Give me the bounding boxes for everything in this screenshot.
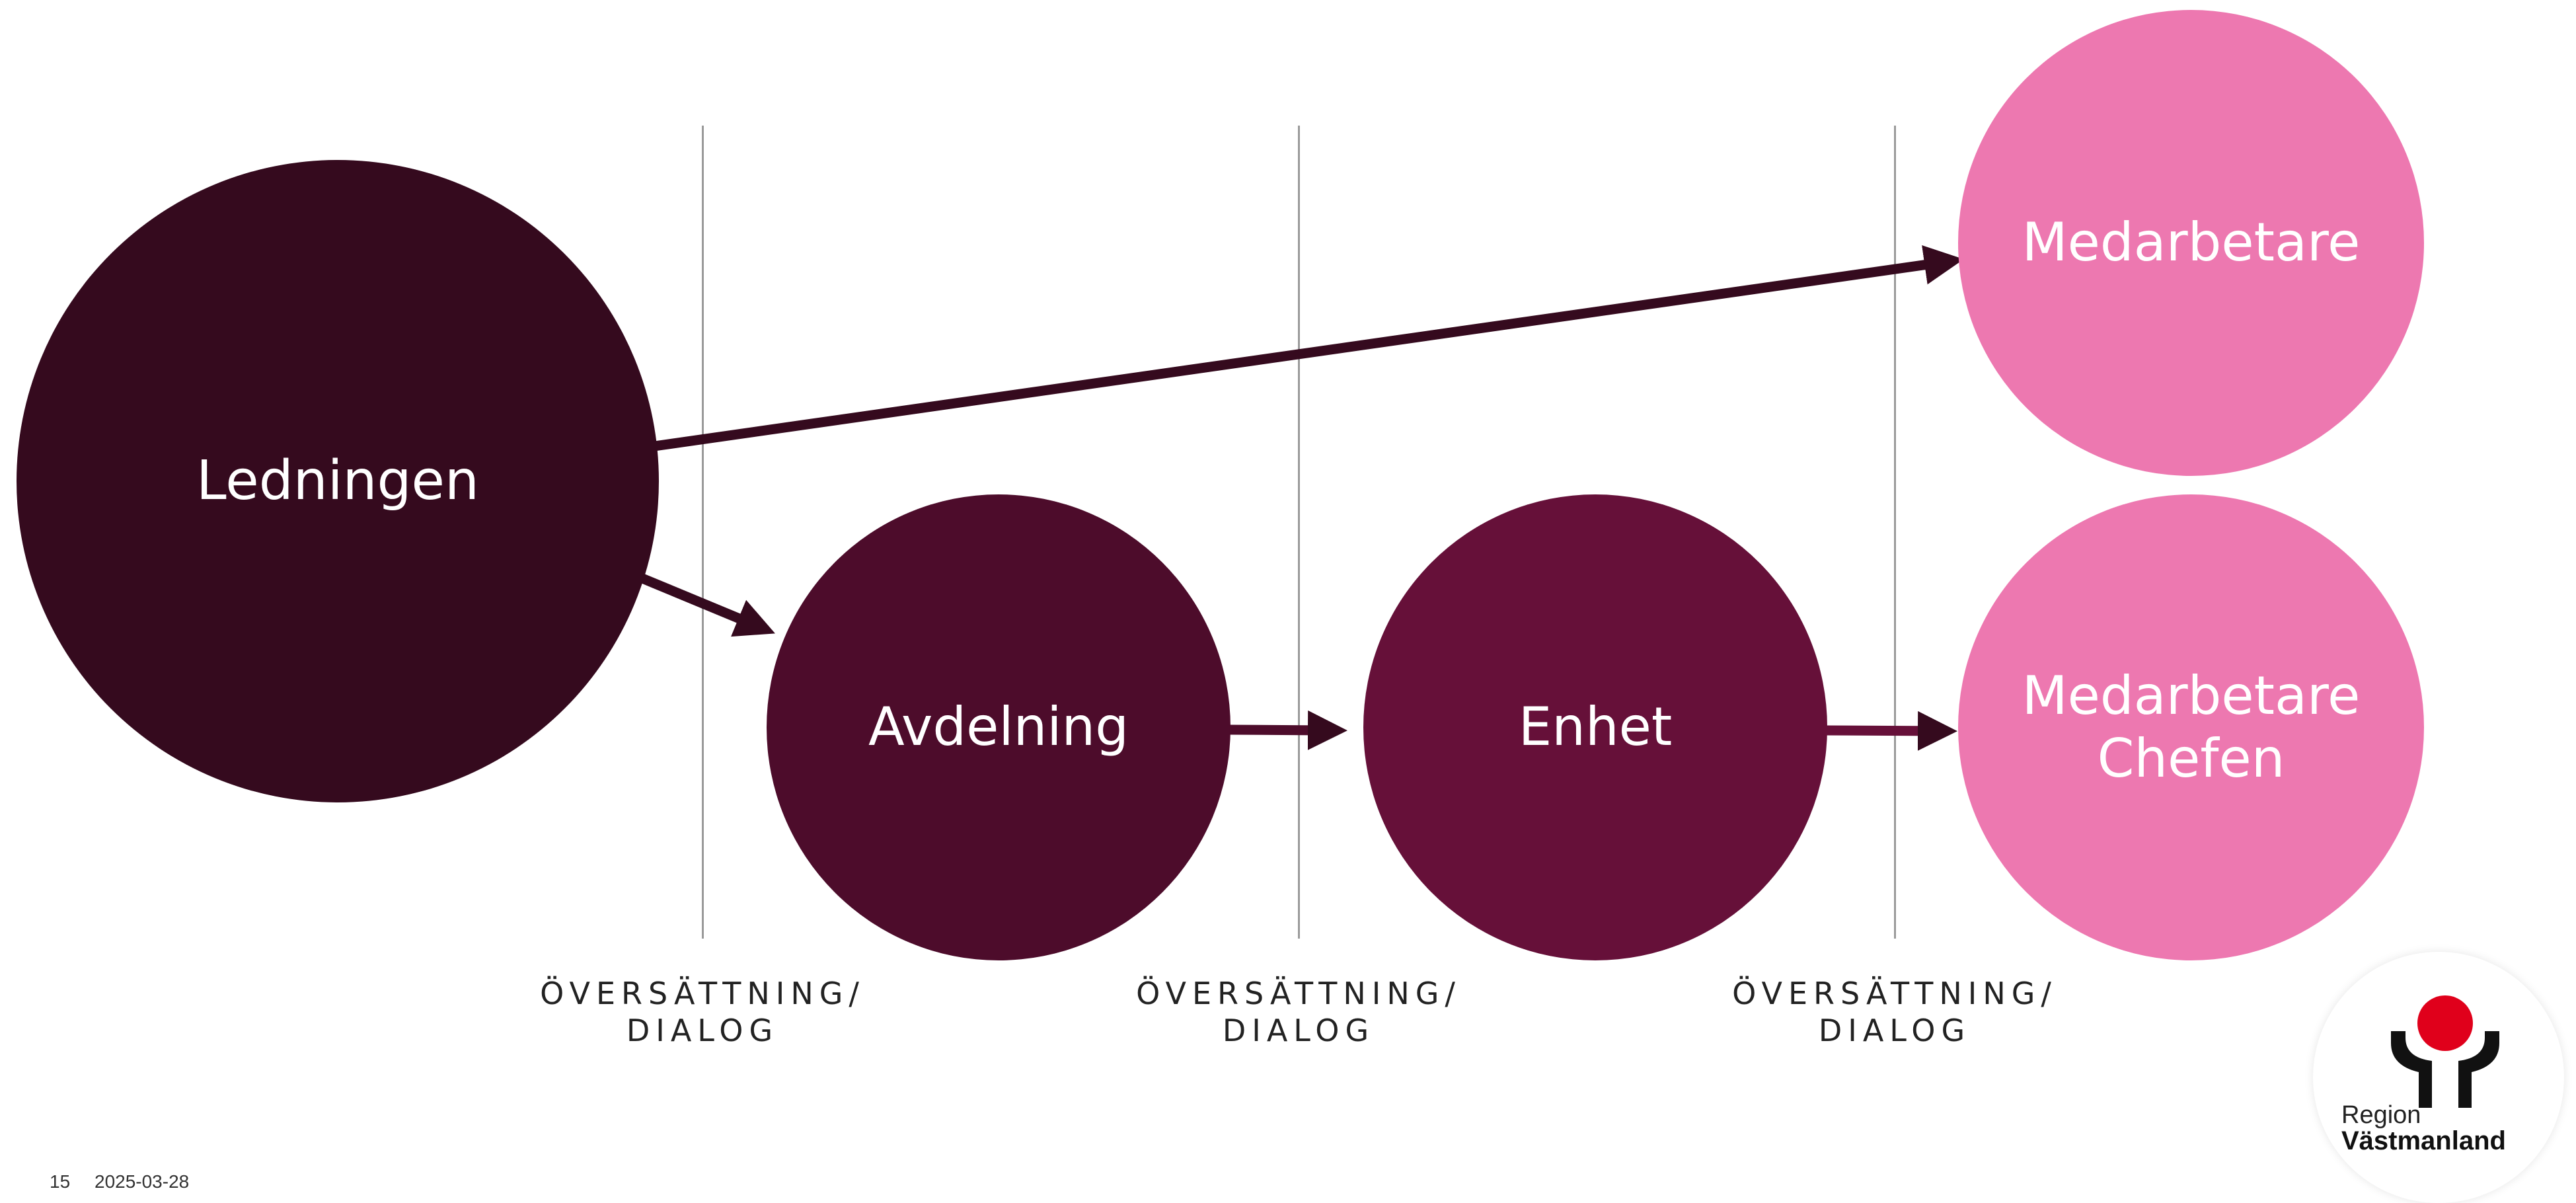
node-avdelning-label: Avdelning — [868, 696, 1129, 758]
caption-translation-dialog-3: ÖVERSÄTTNING/ DIALOG — [1723, 975, 2066, 1049]
divider-line-3 — [1894, 126, 1896, 939]
caption-1-line2: DIALOG — [626, 1013, 779, 1048]
page-number: 15 — [50, 1171, 71, 1192]
caption-3-line1: ÖVERSÄTTNING/ — [1732, 976, 2057, 1011]
node-medarbetare-chefen-line1: Medarbetare — [2022, 665, 2361, 727]
logo-badge — [2313, 952, 2564, 1203]
node-medarbetare-chefen: Medarbetare Chefen — [1958, 494, 2424, 960]
divider-line-2 — [1298, 126, 1300, 939]
arrow-enhet-to-medarbetare-chefen — [1826, 711, 1957, 751]
caption-translation-dialog-2: ÖVERSÄTTNING/ DIALOG — [1127, 975, 1470, 1049]
caption-1-line1: ÖVERSÄTTNING/ — [540, 976, 865, 1011]
node-medarbetare-label: Medarbetare — [2022, 212, 2361, 274]
region-logo-icon — [2391, 995, 2499, 1108]
arrow-ledningen-to-avdelning — [640, 574, 775, 637]
caption-2-line1: ÖVERSÄTTNING/ — [1136, 976, 1461, 1011]
logo-region-text: Region — [2341, 1101, 2421, 1129]
node-ledningen-label: Ledningen — [196, 449, 479, 512]
node-avdelning: Avdelning — [767, 494, 1231, 960]
node-medarbetare-chefen-line2: Chefen — [2097, 727, 2285, 789]
logo-name-text: Västmanland — [2341, 1126, 2506, 1155]
node-medarbetare: Medarbetare — [1958, 10, 2424, 476]
node-enhet-label: Enhet — [1518, 696, 1673, 758]
caption-translation-dialog-1: ÖVERSÄTTNING/ DIALOG — [531, 975, 874, 1049]
divider-line-1 — [702, 126, 704, 939]
arrow-ledningen-to-medarbetare — [653, 245, 1964, 451]
caption-3-line2: DIALOG — [1818, 1013, 1971, 1048]
node-ledningen: Ledningen — [17, 160, 659, 802]
slide-date: 2025-03-28 — [95, 1171, 190, 1192]
node-enhet: Enhet — [1363, 494, 1827, 960]
caption-2-line2: DIALOG — [1222, 1013, 1375, 1048]
